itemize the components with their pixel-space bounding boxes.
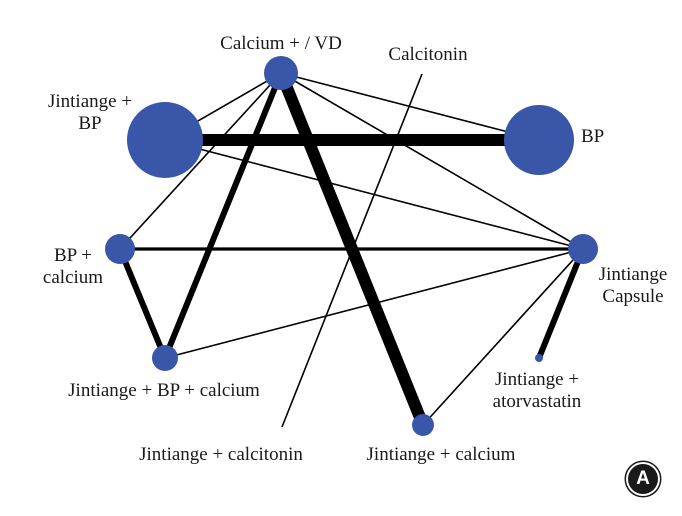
node-bp xyxy=(504,105,574,175)
label-bp: BP xyxy=(581,126,631,148)
node-jintiange-bp-calcium xyxy=(152,345,178,371)
edge-calcitonin-to-jintiange-calcitonin xyxy=(281,73,423,428)
label-line: Jintiange + calcitonin xyxy=(139,444,303,465)
label-calcitonin: Calcitonin xyxy=(370,44,486,66)
label-line: Calcium + / VD xyxy=(220,33,342,54)
node-bp-calcium xyxy=(105,234,135,264)
label-jintiange-atorvastatin: Jintiange + atorvastatin xyxy=(476,369,598,413)
label-jintiange-calcium: Jintiange + calcium xyxy=(346,444,536,466)
label-line: Jintiange xyxy=(598,264,668,285)
label-line: BP xyxy=(581,126,605,147)
label-jintiange-capsule: Jintiange Capsule xyxy=(588,264,678,308)
edge-jintiange-capsule-to-jintiange-atorvastatin xyxy=(536,247,586,360)
panel-label-badge: A xyxy=(628,464,658,494)
node-calcium-vd xyxy=(264,56,298,90)
label-line: Jintiange + xyxy=(47,91,133,112)
node-jintiange-capsule xyxy=(568,234,598,264)
label-jintiange-calcitonin: Jintiange + calcitonin xyxy=(116,444,326,466)
edge-calcium-vd-to-bp xyxy=(280,72,540,141)
label-line: Jintiange + xyxy=(494,369,580,390)
node-jintiange-atorvastatin xyxy=(535,354,543,362)
label-jintiange-bp: Jintiange + BP xyxy=(30,91,150,135)
label-bp-calcium: BP + calcium xyxy=(28,245,118,289)
nodes-layer xyxy=(105,56,598,436)
label-line: atorvastatin xyxy=(492,391,582,412)
label-line: calcium xyxy=(42,267,104,288)
edges-layer xyxy=(117,70,586,428)
label-jintiange-bp-calcium: Jintiange + BP + calcium xyxy=(44,380,284,402)
label-line: BP + xyxy=(54,245,92,266)
label-line: Capsule xyxy=(602,286,664,307)
node-jintiange-bp xyxy=(127,102,203,178)
node-jintiange-calcium xyxy=(412,414,434,436)
edge-jintiange-bp-calcium-to-jintiange-capsule xyxy=(164,248,584,359)
label-calcium-vd: Calcium + / VD xyxy=(206,33,356,55)
label-line: Jintiange + BP + calcium xyxy=(68,380,260,401)
label-line: Jintiange + calcium xyxy=(366,444,516,465)
edge-bp-calcium-to-jintiange-bp-calcium xyxy=(117,247,168,360)
label-line: Calcitonin xyxy=(388,44,468,65)
edge-calcium-vd-to-bp-calcium xyxy=(119,72,282,250)
edge-jintiange-calcium-to-jintiange-capsule xyxy=(422,248,584,426)
edge-calcium-vd-to-jintiange-bp-calcium xyxy=(162,71,284,360)
edge-calcium-vd-to-jintiange-capsule xyxy=(280,72,584,250)
label-line: BP xyxy=(78,113,102,134)
